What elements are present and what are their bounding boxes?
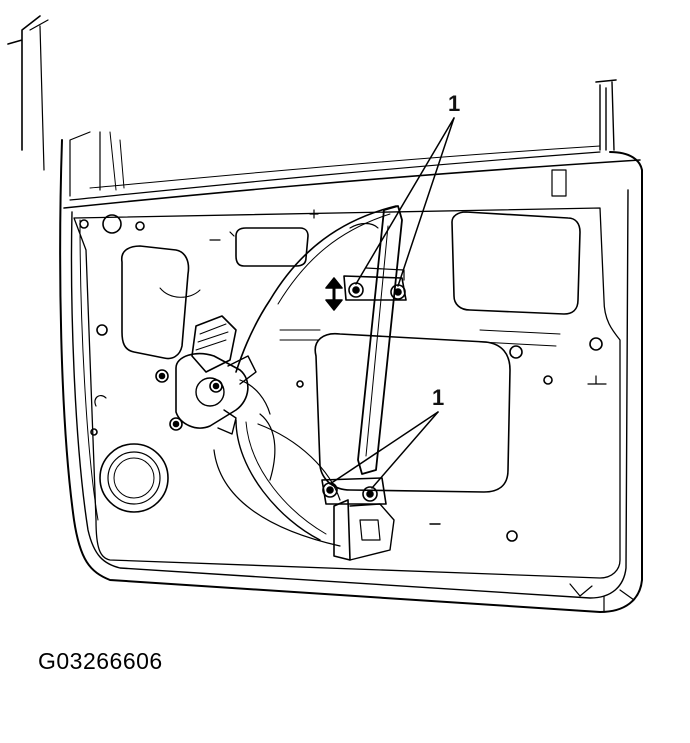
bolt (209, 379, 223, 393)
up-down-arrow-icon (325, 277, 343, 311)
callout-leaders (329, 117, 455, 489)
inner-panel (73, 207, 621, 579)
bolt (169, 417, 183, 431)
bolt (322, 482, 338, 498)
callout-label: 1 (432, 385, 445, 410)
regulator-motor (175, 315, 271, 435)
window-regulator (235, 205, 407, 561)
door-outer-panel (59, 139, 643, 613)
figure-id: G03266606 (38, 648, 163, 674)
callout-label: 1 (448, 91, 461, 116)
door-frame (7, 15, 641, 209)
bolt (362, 486, 378, 502)
bolt (155, 369, 169, 383)
bolts (155, 282, 406, 502)
